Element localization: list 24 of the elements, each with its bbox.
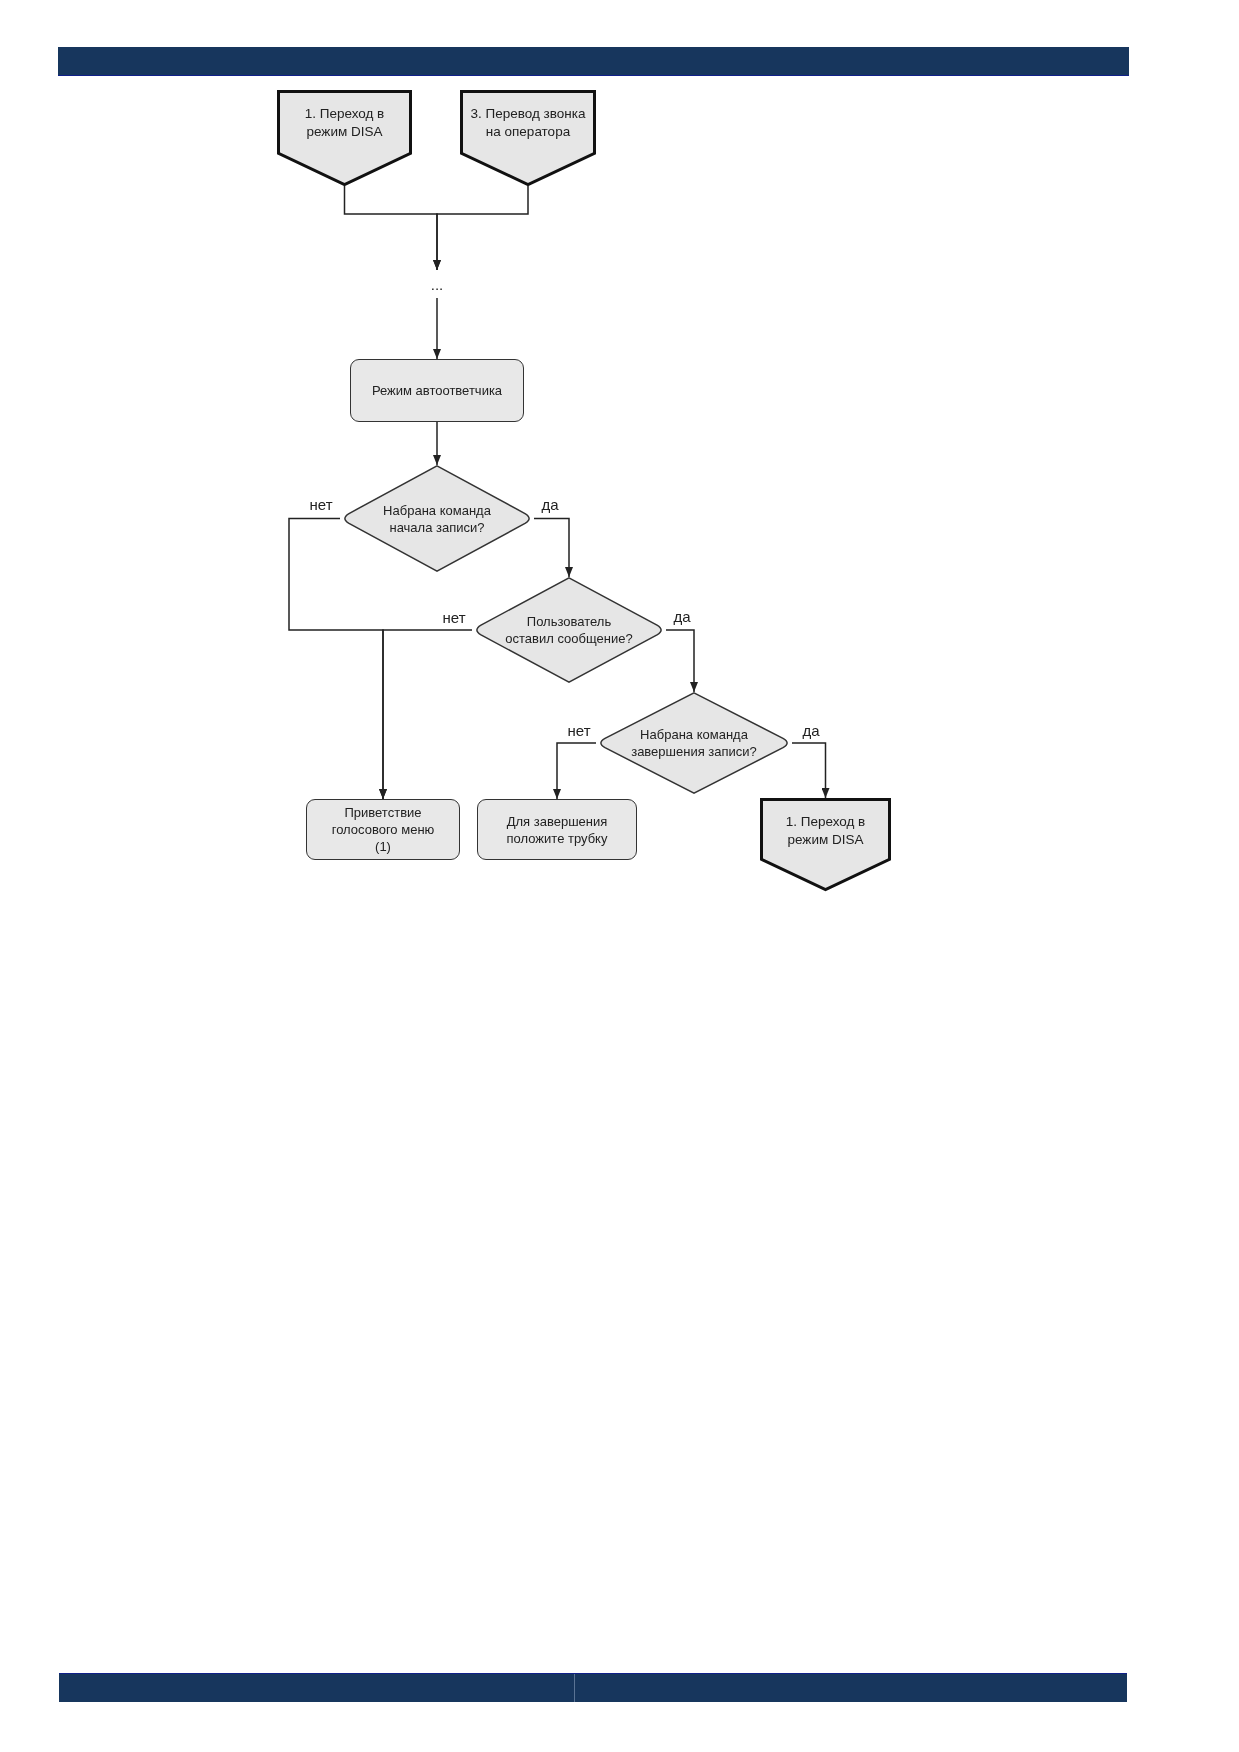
- continuation-ellipsis: ...: [417, 270, 457, 298]
- arrow: [553, 742, 597, 800]
- offpage-connector: [460, 90, 596, 186]
- node-label: Пользователь оставил сообщение?: [504, 613, 634, 647]
- arrow: [791, 742, 830, 799]
- node-label: Режим автоответчика: [371, 382, 503, 399]
- arrow: [533, 517, 573, 578]
- process-box: [477, 799, 637, 860]
- node-label: Приветствие голосового меню (1): [330, 804, 436, 855]
- process-box: [306, 799, 460, 860]
- arrow: [433, 297, 441, 360]
- node-label: Набрана команда начала записи?: [382, 501, 492, 536]
- arrow: [665, 629, 698, 693]
- node-label: 3. Перевод звонка на оператора: [469, 105, 587, 141]
- process-box: [350, 359, 524, 422]
- arrow: [433, 185, 529, 271]
- offpage-connector: [277, 90, 412, 186]
- offpage-connector: [760, 798, 891, 891]
- node-label: Набрана команда завершения записи?: [630, 726, 758, 760]
- node-label: Для завершения положите трубку: [505, 812, 609, 847]
- arrow: [433, 421, 441, 466]
- node-label: 1. Переход в режим DISA: [303, 105, 386, 141]
- node-label: 1. Переход в режим DISA: [784, 813, 867, 849]
- arrow: [379, 629, 473, 800]
